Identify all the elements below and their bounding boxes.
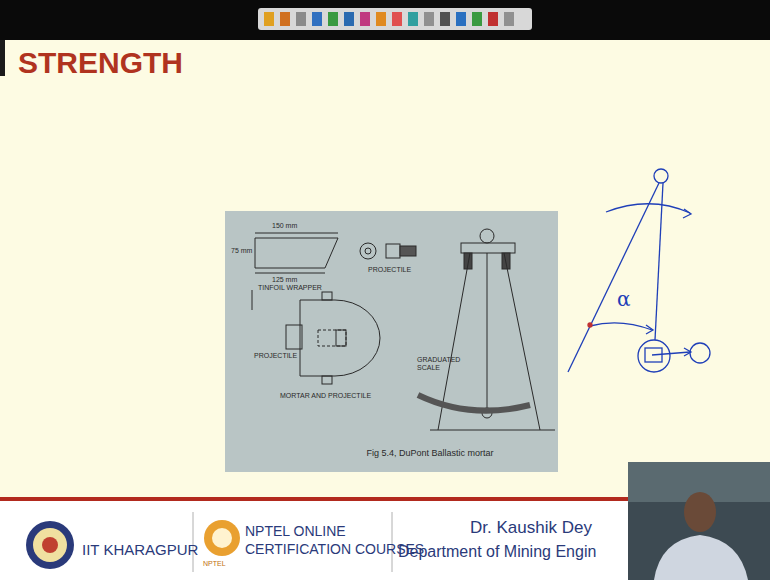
presenter-video <box>628 462 770 580</box>
toolbar-icons <box>264 12 514 26</box>
part-label: GRADUATED SCALE <box>417 356 462 371</box>
part-label: MORTAR AND PROJECTILE <box>280 392 371 400</box>
part-label: PROJECTILE <box>368 266 411 274</box>
hand-sketch <box>568 169 710 372</box>
top-bar <box>0 0 770 40</box>
dimension-label: 125 mm <box>272 276 297 284</box>
part-label: PROJECTILE <box>254 352 297 360</box>
toolbar <box>258 8 532 30</box>
course-name: CERTIFICATION COURSES <box>245 542 424 557</box>
logo-text: NPTEL <box>203 560 226 568</box>
edge-marker <box>0 40 5 76</box>
dimension-label: 150 mm <box>272 222 297 230</box>
institute-name: IIT KHARAGPUR <box>82 542 198 559</box>
figure-caption: Fig 5.4, DuPont Ballastic mortar <box>366 449 493 459</box>
dimension-label: 75 mm <box>231 247 252 255</box>
department-name: Department of Mining Engin <box>398 543 596 561</box>
part-label: TINFOIL WRAPPER <box>258 284 322 292</box>
nptel-logo <box>204 520 240 556</box>
slide-title: STRENGTH <box>18 46 183 79</box>
presenter-name: Dr. Kaushik Dey <box>470 519 592 538</box>
angle-symbol: α <box>617 288 631 310</box>
course-name: NPTEL ONLINE <box>245 524 346 539</box>
iit-logo <box>26 521 74 569</box>
book-photo <box>225 211 558 472</box>
mortar-figure <box>252 229 555 430</box>
